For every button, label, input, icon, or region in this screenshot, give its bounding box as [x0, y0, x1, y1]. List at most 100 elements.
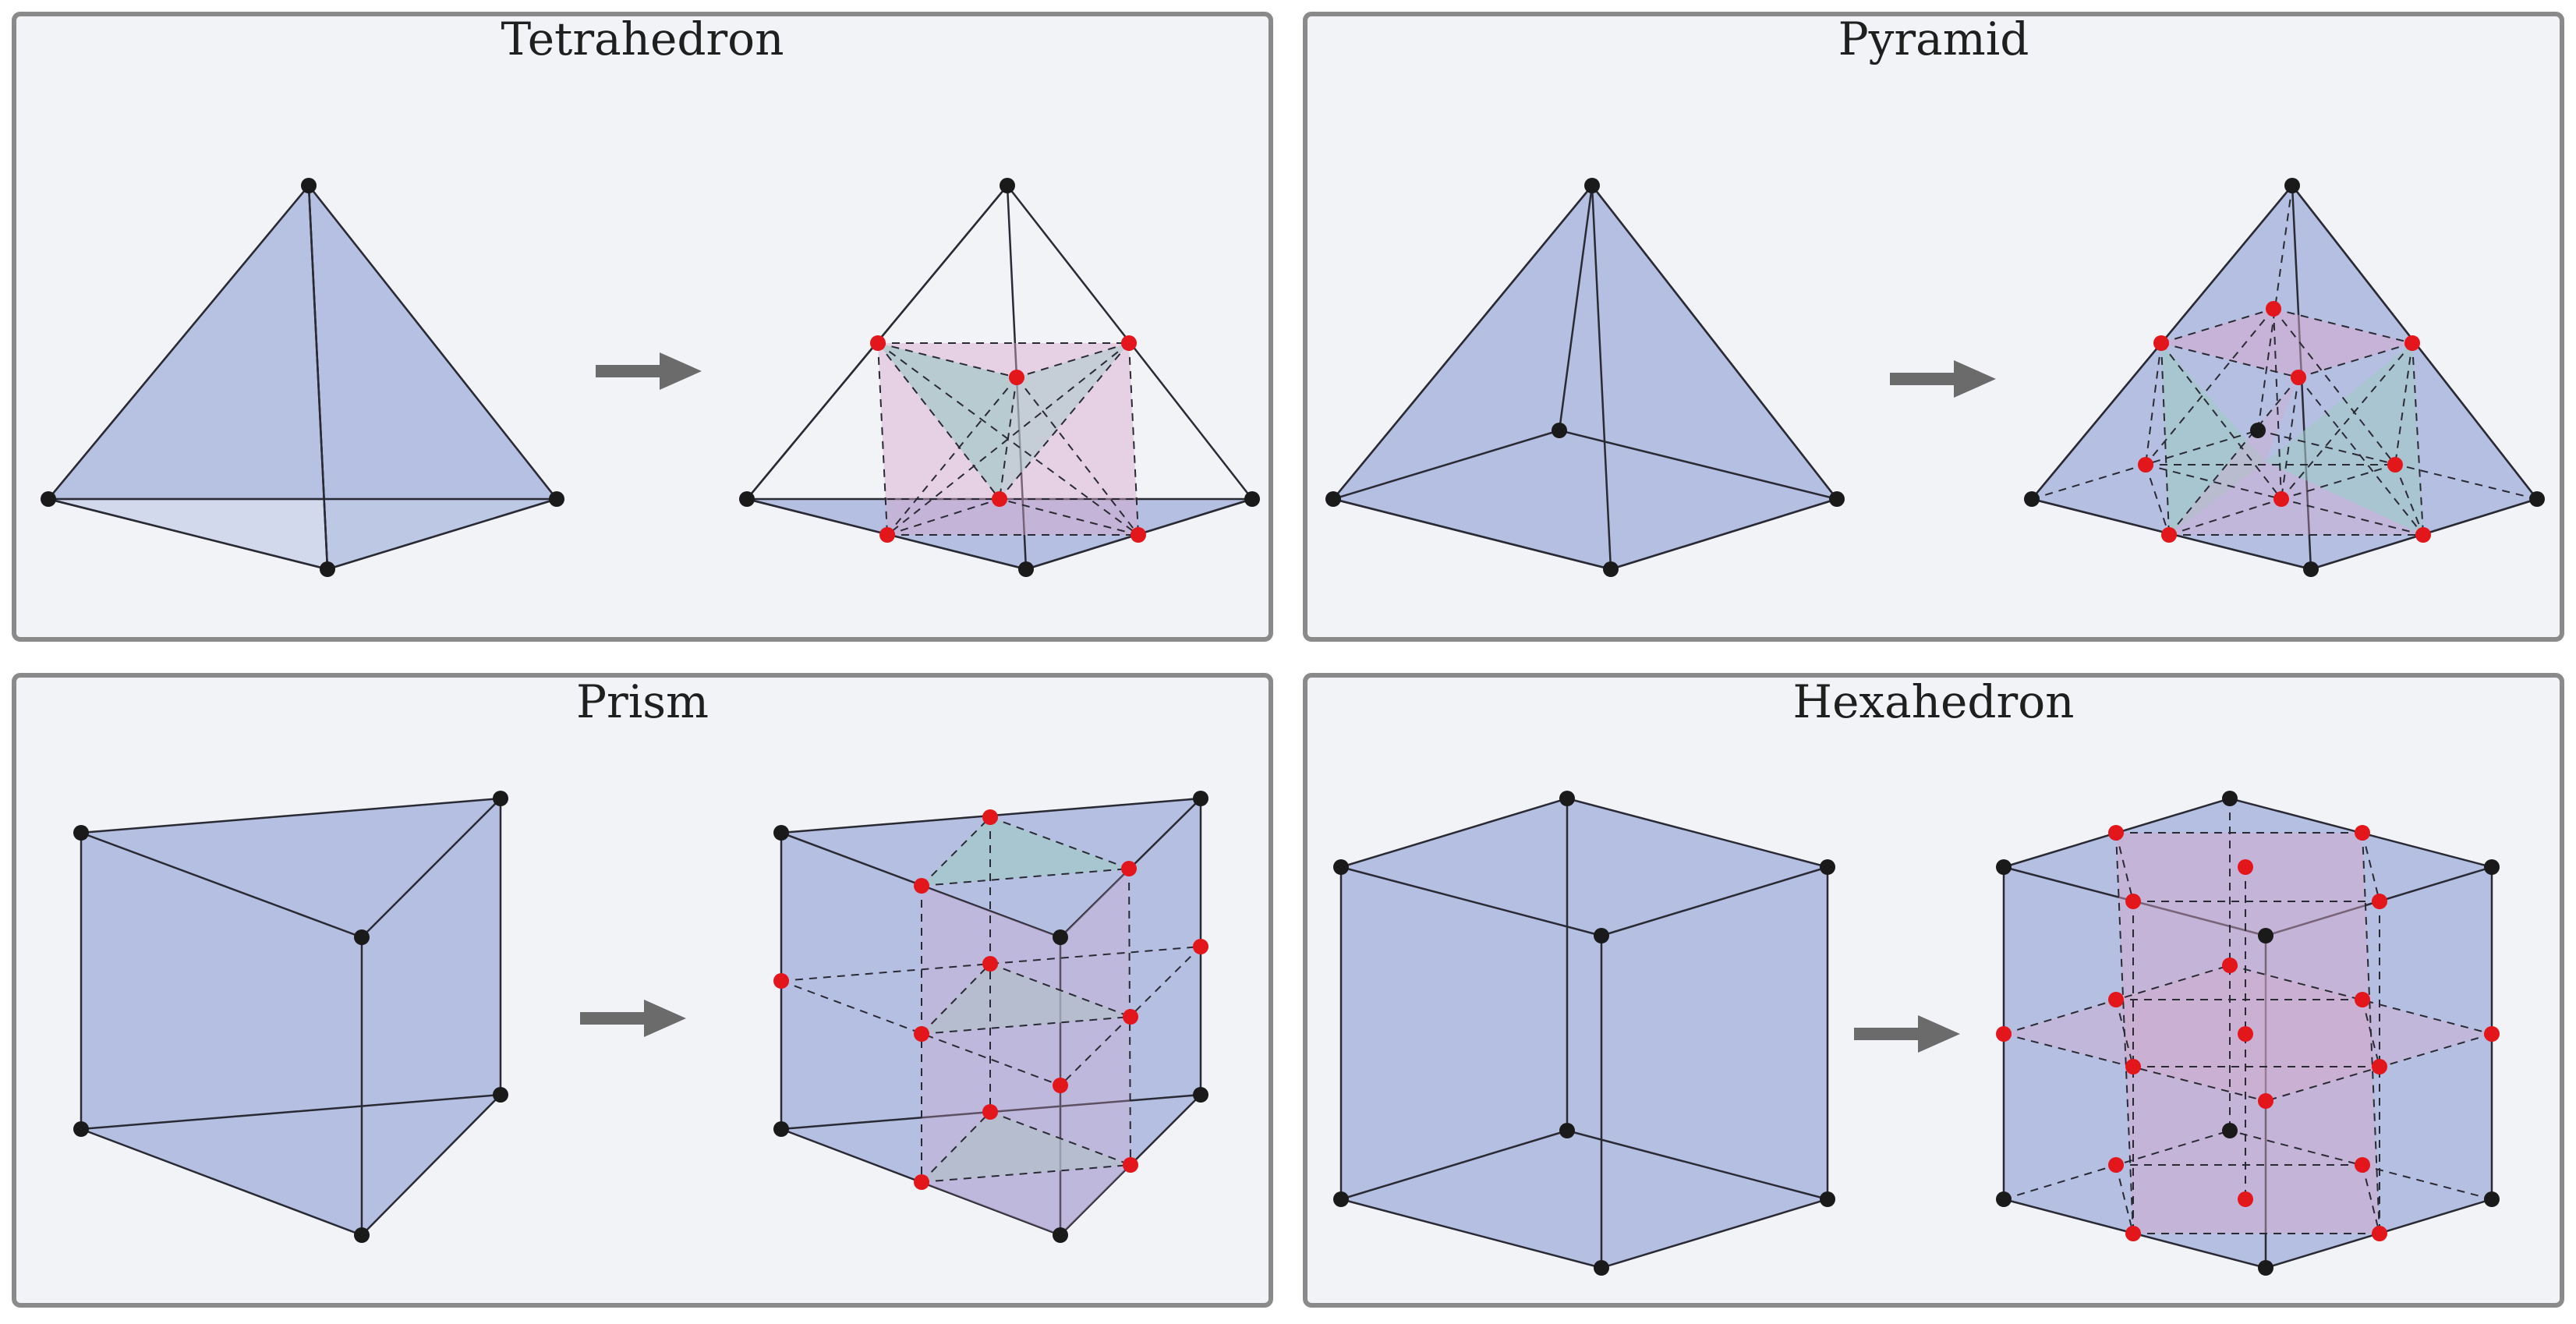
new-vertex [2273, 491, 2289, 507]
vertex [1559, 1123, 1575, 1138]
vertex [1053, 929, 1068, 945]
new-vertex [2372, 1059, 2387, 1074]
new-vertex [2108, 992, 2124, 1007]
new-vertex [2125, 1226, 2141, 1241]
vertex [493, 791, 508, 806]
vertex [1333, 859, 1349, 875]
new-vertex [773, 973, 789, 989]
hexahedron-refined [1996, 791, 2500, 1276]
new-vertex [2266, 301, 2281, 317]
arrow-hexahedron [1854, 1015, 1960, 1053]
vertex [1584, 178, 1600, 193]
vertex [2222, 791, 2238, 806]
vertex [1193, 791, 1208, 806]
new-vertex [982, 1104, 998, 1120]
new-vertex [2108, 1157, 2124, 1173]
vertex [73, 1121, 89, 1137]
new-vertex [2387, 457, 2403, 473]
new-vertex [2238, 1191, 2253, 1207]
new-vertex [2484, 1026, 2500, 1042]
new-vertex [2238, 1026, 2253, 1042]
vertex [1325, 491, 1341, 507]
new-vertex [2404, 335, 2420, 351]
new-vertex [1123, 1009, 1138, 1025]
vertex [320, 561, 335, 577]
new-vertex [2238, 859, 2253, 875]
panel-title-prism: Prism [575, 675, 709, 728]
tetrahedron-original [46, 182, 559, 571]
vertex [773, 825, 789, 841]
vertex [1820, 1191, 1835, 1207]
new-vertex [2415, 527, 2431, 543]
pyramid-refined [2024, 178, 2545, 577]
vertex [1594, 928, 1609, 943]
vertex [2250, 423, 2266, 438]
new-vertex [982, 956, 998, 972]
vertex [2484, 1191, 2500, 1207]
new-vertex [1121, 861, 1137, 876]
new-vertex [2108, 825, 2124, 841]
prism-original [80, 797, 502, 1237]
vertex [549, 491, 564, 507]
new-vertex [870, 335, 886, 351]
new-vertex [1009, 370, 1024, 385]
new-vertex [914, 1026, 929, 1042]
new-vertex [2372, 894, 2387, 909]
vertex [773, 1121, 789, 1137]
pyramid-original [1331, 184, 1839, 571]
new-vertex [2125, 894, 2141, 909]
new-vertex [1053, 1078, 1068, 1093]
vertex [354, 1227, 370, 1243]
hexahedron-original-vertices [1333, 791, 1835, 1276]
vertex [1053, 1227, 1068, 1243]
new-vertex [2138, 457, 2153, 473]
panel-title-pyramid: Pyramid [1838, 12, 2029, 65]
new-vertex [2355, 825, 2370, 841]
vertex [354, 929, 370, 945]
new-vertex [2291, 370, 2306, 385]
vertex [2258, 1260, 2273, 1276]
new-vertex [879, 527, 895, 543]
tetrahedron-refined [739, 178, 1260, 577]
new-vertex [2355, 1157, 2370, 1173]
new-vertex [1996, 1026, 2012, 1042]
new-vertex [1123, 1157, 1138, 1173]
vertex [301, 178, 317, 193]
new-vertex [1121, 335, 1137, 351]
new-vertex [2222, 958, 2238, 973]
vertex [2484, 859, 2500, 875]
new-vertex [982, 809, 998, 825]
new-vertex [2258, 1093, 2273, 1109]
new-vertex [2125, 1059, 2141, 1074]
arrow-pyramid [1890, 360, 1996, 398]
new-vertex [2355, 992, 2370, 1007]
vertex [2303, 561, 2319, 577]
vertex [739, 491, 755, 507]
vertex [1603, 561, 1619, 577]
vertex [1552, 423, 1567, 438]
vertex [1193, 1087, 1208, 1103]
arrow-prism [580, 1000, 686, 1037]
vertex [1244, 491, 1260, 507]
vertex [1000, 178, 1015, 193]
vertex [1829, 491, 1845, 507]
vertex [1333, 1191, 1349, 1207]
vertex [1559, 791, 1575, 806]
new-vertex [1193, 939, 1208, 954]
prism-original-vertices [73, 791, 508, 1243]
vertex [1996, 1191, 2012, 1207]
vertex [493, 1087, 508, 1103]
pyramid-original-vertices [1325, 178, 1845, 577]
vertex [2284, 178, 2300, 193]
arrow-tetrahedron [596, 352, 702, 390]
vertex [73, 825, 89, 841]
vertex [1996, 859, 2012, 875]
panel-title-hexahedron: Hexahedron [1792, 675, 2075, 728]
vertex [2222, 1123, 2238, 1138]
vertex [1820, 859, 1835, 875]
vertex [2024, 491, 2040, 507]
new-vertex [2161, 527, 2177, 543]
new-vertex [2153, 335, 2169, 351]
